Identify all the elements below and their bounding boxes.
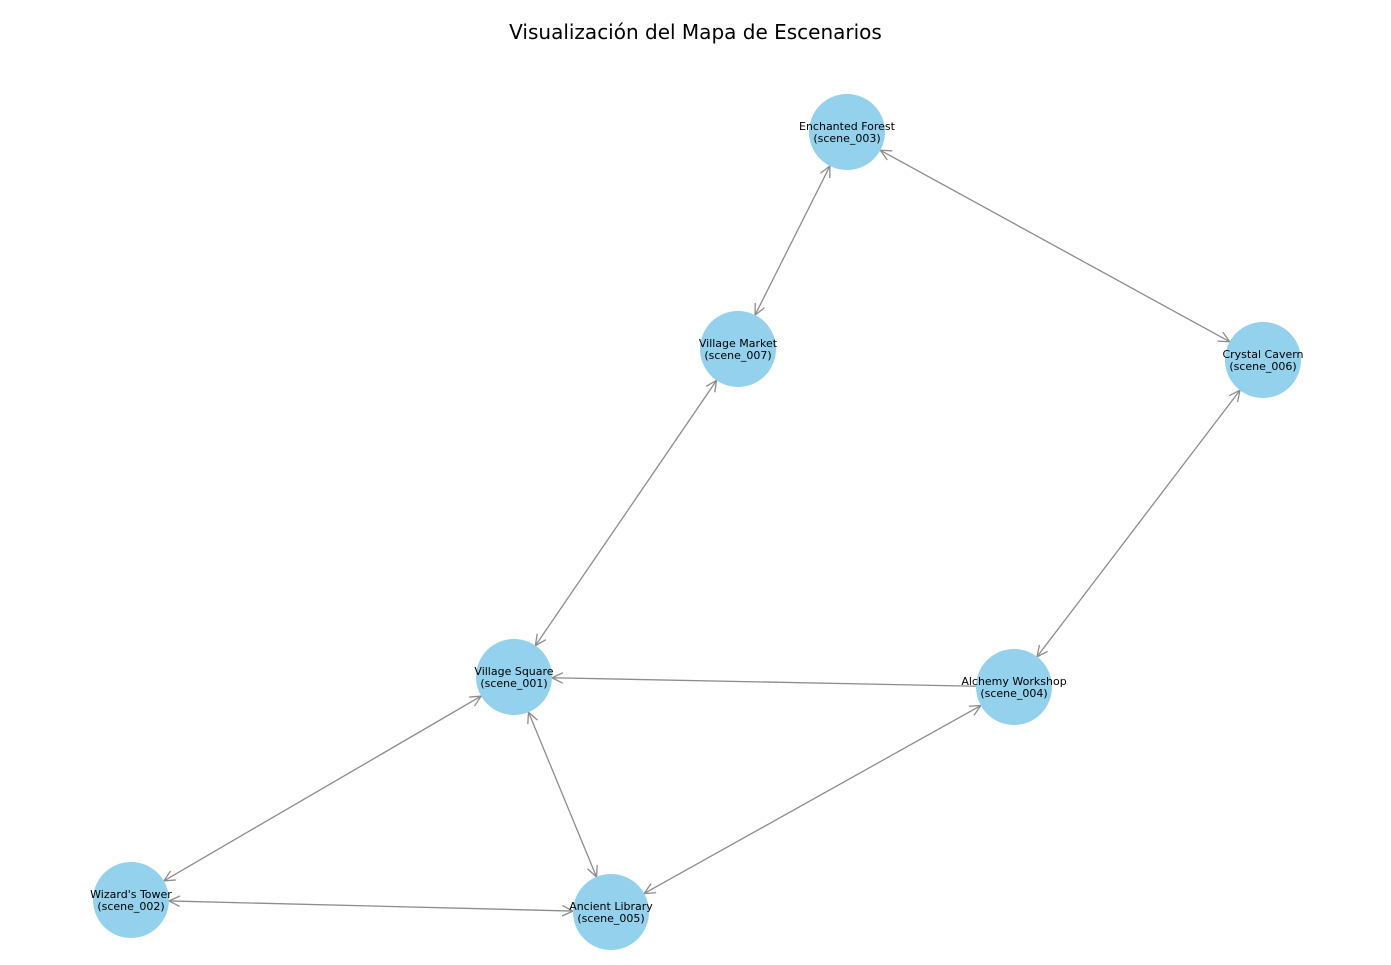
node-name-label: Alchemy Workshop xyxy=(961,675,1066,688)
node-id-label: (scene_003) xyxy=(813,132,880,145)
diagram-title: Visualización del Mapa de Escenarios xyxy=(509,20,882,44)
edge-scene_001-scene_002 xyxy=(162,695,483,882)
edge-line xyxy=(754,165,831,316)
node-name-label: Village Market xyxy=(699,337,778,350)
arrowhead xyxy=(879,149,893,161)
edge-scene_001-scene_005 xyxy=(527,710,598,879)
node-circle xyxy=(809,94,885,170)
arrowhead xyxy=(754,303,765,317)
nodes-layer: Village Square(scene_001)Wizard's Tower(… xyxy=(90,94,1304,950)
scene-node-scene_003: Enchanted Forest(scene_003) xyxy=(799,94,896,170)
scene-node-scene_007: Village Market(scene_007) xyxy=(699,311,778,387)
node-circle xyxy=(976,649,1052,725)
edge-line xyxy=(163,695,482,882)
edge-line xyxy=(168,900,574,912)
edge-scene_005-scene_004 xyxy=(642,704,983,895)
node-name-label: Village Square xyxy=(474,665,553,678)
node-id-label: (scene_001) xyxy=(480,677,547,690)
node-name-label: Ancient Library xyxy=(569,900,653,913)
scene-node-scene_004: Alchemy Workshop(scene_004) xyxy=(961,649,1067,725)
scene-node-scene_006: Crystal Cavern(scene_006) xyxy=(1222,322,1304,398)
edge-scene_002-scene_005 xyxy=(167,895,575,917)
edge-scene_003-scene_006 xyxy=(879,149,1231,343)
edge-scene_004-scene_001 xyxy=(550,672,977,687)
edge-line xyxy=(527,711,598,878)
edge-scene_006-scene_004 xyxy=(1036,389,1241,658)
node-id-label: (scene_002) xyxy=(97,900,164,913)
node-circle xyxy=(573,874,649,950)
arrowhead xyxy=(820,164,831,178)
edge-scene_007-scene_003 xyxy=(754,164,831,317)
edge-line xyxy=(551,677,977,687)
arrowhead xyxy=(561,904,575,917)
node-circle xyxy=(700,311,776,387)
edges-layer xyxy=(162,149,1241,917)
node-id-label: (scene_006) xyxy=(1229,360,1296,373)
edge-line xyxy=(880,149,1230,343)
node-name-label: Crystal Cavern xyxy=(1222,348,1303,361)
node-id-label: (scene_007) xyxy=(704,349,771,362)
node-circle xyxy=(93,862,169,938)
node-id-label: (scene_005) xyxy=(577,912,644,925)
edge-line xyxy=(1036,389,1241,658)
node-name-label: Enchanted Forest xyxy=(799,120,896,133)
edge-line xyxy=(643,704,982,895)
node-circle xyxy=(476,639,552,715)
arrowhead xyxy=(1217,331,1231,343)
scene-node-scene_001: Village Square(scene_001) xyxy=(474,639,554,715)
arrowhead xyxy=(642,883,657,895)
arrowhead xyxy=(550,672,564,684)
edge-line xyxy=(534,380,718,646)
arrowhead xyxy=(968,704,983,716)
edge-scene_001-scene_007 xyxy=(534,379,718,647)
scene-node-scene_005: Ancient Library(scene_005) xyxy=(569,874,653,950)
node-id-label: (scene_004) xyxy=(980,687,1047,700)
node-name-label: Wizard's Tower xyxy=(90,888,172,901)
scene-node-scene_002: Wizard's Tower(scene_002) xyxy=(90,862,172,938)
node-circle xyxy=(1225,322,1301,398)
